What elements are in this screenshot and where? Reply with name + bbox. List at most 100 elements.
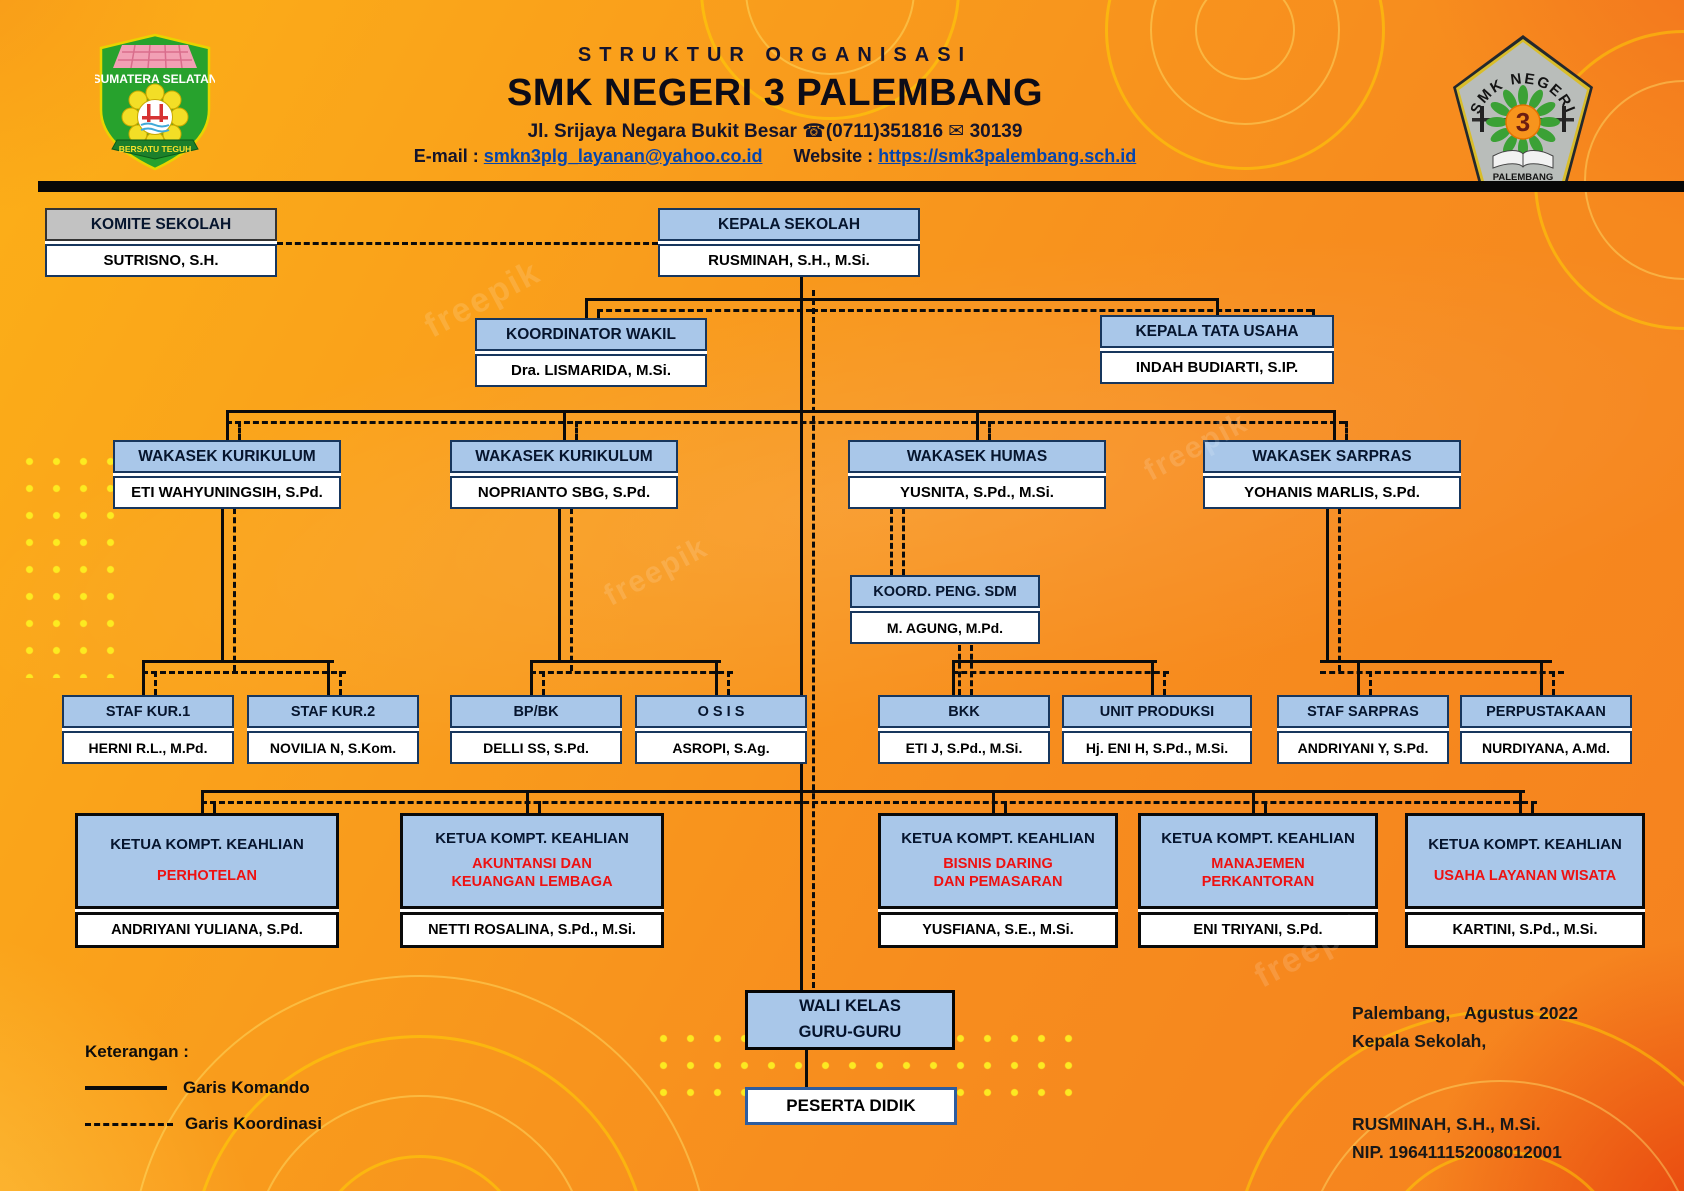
node-staf-sarpras: STAF SARPRAS ANDRIYANI Y, S.Pd. <box>1277 695 1449 764</box>
node-koordinator-wakil: KOORDINATOR WAKIL Dra. LISMARIDA, M.Si. <box>475 318 707 387</box>
garis-komando <box>221 508 224 660</box>
node-name: ANDRIYANI YULIANA, S.Pd. <box>75 912 339 948</box>
signature-role: Kepala Sekolah, <box>1352 1031 1487 1051</box>
contact-links-line: E-mail : smkn3plg_layanan@yahoo.co.id We… <box>414 146 1136 167</box>
node-title: STAF KUR.1 <box>62 695 234 728</box>
node-kk-usaha-layanan-wisata: KETUA KOMPT. KEAHLIAN USAHA LAYANAN WISA… <box>1405 813 1645 948</box>
garis-koordinasi <box>952 671 1169 674</box>
garis-komando <box>226 410 1333 413</box>
node-kk-perhotelan: KETUA KOMPT. KEAHLIAN PERHOTELAN ANDRIYA… <box>75 813 339 948</box>
node-title: KETUA KOMPT. KEAHLIAN <box>110 836 304 854</box>
garis-koordinasi <box>970 645 973 695</box>
garis-koordinasi <box>958 645 961 695</box>
garis-komando <box>805 1050 808 1087</box>
garis-komando <box>1519 790 1522 813</box>
node-title: WAKASEK SARPRAS <box>1203 440 1461 473</box>
node-program: BISNIS DARING DAN PEMASARAN <box>934 855 1063 893</box>
node-wakasek-kurikulum-2: WAKASEK KURIKULUM NOPRIANTO SBG, S.Pd. <box>450 440 678 509</box>
website-link[interactable]: https://smk3palembang.sch.id <box>878 146 1137 166</box>
garis-koordinasi <box>1531 801 1534 813</box>
node-header: KETUA KOMPT. KEAHLIAN AKUNTANSI DAN KEUA… <box>400 813 664 909</box>
garis-koordinasi <box>597 309 600 318</box>
garis-koordinasi <box>226 421 1345 424</box>
address-text: Jl. Srijaya Negara Bukit Besar <box>527 121 797 142</box>
node-title: KETUA KOMPT. KEAHLIAN <box>435 829 629 847</box>
node-name: ASROPI, S.Ag. <box>635 731 807 764</box>
node-perpustakaan: PERPUSTAKAAN NURDIYANA, A.Md. <box>1460 695 1632 764</box>
garis-komando <box>226 410 229 440</box>
node-program: PERHOTELAN <box>157 867 257 886</box>
node-staf-kur-2: STAF KUR.2 NOVILIA N, S.Kom. <box>247 695 419 764</box>
left-logo-region-label: SUMATERA SELATAN <box>95 72 215 86</box>
legend-heading: Keterangan : <box>85 1042 189 1061</box>
node-title: KETUA KOMPT. KEAHLIAN <box>1428 836 1622 854</box>
garis-koordinasi <box>201 801 1537 804</box>
phone-icon: ☎ <box>802 120 826 142</box>
garis-koordinasi <box>727 671 730 695</box>
node-name: NOPRIANTO SBG, S.Pd. <box>450 476 678 509</box>
garis-koordinasi <box>538 801 541 813</box>
garis-koordinasi <box>575 421 578 440</box>
garis-koordinasi <box>570 508 573 671</box>
garis-komando <box>142 660 334 663</box>
node-header: KETUA KOMPT. KEAHLIAN BISNIS DARING DAN … <box>878 813 1118 909</box>
legend: Keterangan : Garis Komando Garis Koordin… <box>85 1042 322 1134</box>
garis-koordinasi <box>277 242 658 245</box>
node-name: ETI J, S.Pd., M.Si. <box>878 731 1050 764</box>
node-name: NURDIYANA, A.Md. <box>1460 731 1632 764</box>
garis-koordinasi <box>1338 508 1341 671</box>
garis-komando <box>563 410 566 440</box>
garis-komando <box>715 660 718 695</box>
garis-komando <box>952 660 1157 663</box>
email-link[interactable]: smkn3plg_layanan@yahoo.co.id <box>483 146 763 166</box>
garis-komando <box>1216 298 1219 315</box>
node-kepala-sekolah: KEPALA SEKOLAH RUSMINAH, S.H., M.Si. <box>658 208 920 277</box>
node-kk-manajemen-perkantoran: KETUA KOMPT. KEAHLIAN MANAJEMEN PERKANTO… <box>1138 813 1378 948</box>
program-line: KEUANGAN LEMBAGA <box>451 874 613 891</box>
node-name: ANDRIYANI Y, S.Pd. <box>1277 731 1449 764</box>
garis-komando <box>558 508 561 660</box>
signature-name: RUSMINAH, S.H., M.Si. <box>1352 1114 1541 1134</box>
node-name: ENI TRIYANI, S.Pd. <box>1138 912 1378 948</box>
node-title: KOORD. PENG. SDM <box>850 575 1040 608</box>
node-name: HERNI R.L., M.Pd. <box>62 731 234 764</box>
node-wakasek-sarpras: WAKASEK SARPRAS YOHANIS MARLIS, S.Pd. <box>1203 440 1461 509</box>
dot-grid <box>16 448 121 678</box>
email-label: E-mail : <box>413 146 479 166</box>
node-title-line1: WALI KELAS <box>799 997 901 1016</box>
program-line: BISNIS DARING <box>943 855 1053 872</box>
node-kepala-tata-usaha: KEPALA TATA USAHA INDAH BUDIARTI, S.IP. <box>1100 315 1334 384</box>
garis-komando <box>1357 660 1360 695</box>
garis-koordinasi <box>233 508 236 671</box>
node-title: PERPUSTAKAAN <box>1460 695 1632 728</box>
node-title: O S I S <box>635 695 807 728</box>
garis-komando <box>1540 660 1543 695</box>
sumatera-selatan-logo: SUMATERA SELATAN BERSATU TEGUH <box>93 32 217 172</box>
solid-line-sample <box>85 1086 167 1090</box>
garis-koordinasi <box>1264 801 1267 813</box>
left-logo-motto-label: BERSATU TEGUH <box>119 144 192 154</box>
garis-komando <box>530 660 533 695</box>
node-name: NETTI ROSALINA, S.Pd., M.Si. <box>400 912 664 948</box>
garis-komando <box>800 298 1216 301</box>
node-staf-kur-1: STAF KUR.1 HERNI R.L., M.Pd. <box>62 695 234 764</box>
garis-koordinasi <box>154 671 157 695</box>
garis-koordinasi <box>213 801 216 813</box>
right-logo-number-label: 3 <box>1516 107 1530 137</box>
signature-block: Palembang, Agustus 2022 Kepala Sekolah, … <box>1352 999 1578 1166</box>
node-title: WAKASEK HUMAS <box>848 440 1106 473</box>
garis-koordinasi <box>890 508 893 575</box>
mail-icon: ✉ <box>948 120 965 142</box>
garis-koordinasi <box>339 671 342 695</box>
node-title: STAF KUR.2 <box>247 695 419 728</box>
program-line: PERHOTELAN <box>157 868 257 885</box>
garis-komando <box>585 298 800 301</box>
garis-koordinasi <box>1163 671 1166 695</box>
node-title: BP/BK <box>450 695 622 728</box>
garis-koordinasi <box>1004 801 1007 813</box>
node-koord-peng-sdm: KOORD. PENG. SDM M. AGUNG, M.Pd. <box>850 575 1040 644</box>
garis-koordinasi <box>812 290 815 988</box>
node-wali-kelas-guru: WALI KELAS GURU-GURU <box>745 990 955 1050</box>
node-title: KEPALA TATA USAHA <box>1100 315 1334 348</box>
